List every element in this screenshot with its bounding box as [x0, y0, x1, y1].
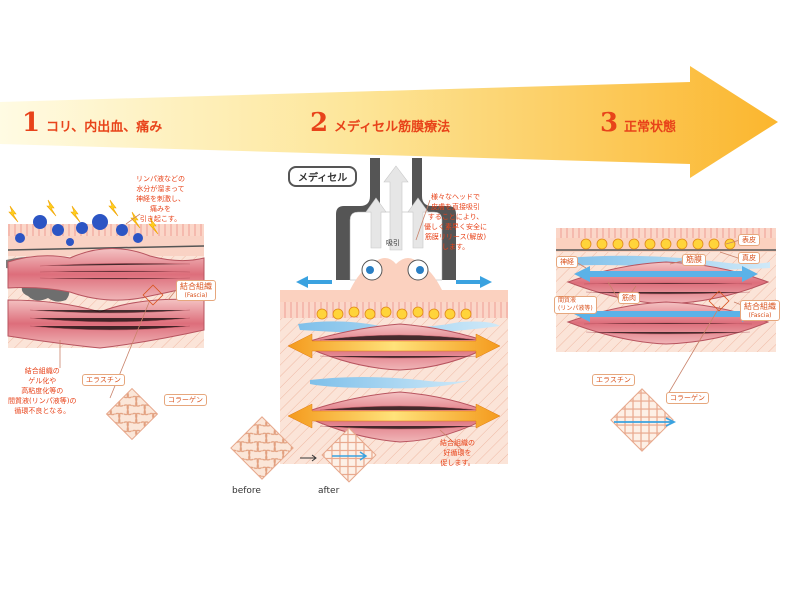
progress-arrow — [0, 66, 778, 178]
panel3-fascia-label: 結合組織 (Fascia) — [740, 300, 780, 321]
panel3-fascia-marker — [708, 290, 730, 312]
panel1-note-bottom: 結合組織の ゲル化や 高粘度化等の 間質液(リンパ液等)の 循環不良となる。 — [8, 367, 77, 415]
tissue-before — [230, 416, 294, 480]
tissue-after — [321, 427, 377, 483]
nerve-label: 神経 — [556, 256, 578, 268]
panel2-note-bottom: 結合組織の 好循環を 促します。 — [440, 439, 475, 467]
bulge-eyes — [361, 259, 429, 281]
panel1-fascia-text: 結合組織 — [180, 282, 212, 291]
step1-title: コリ、内出血、痛み — [46, 120, 163, 135]
suction-label: 吸引 — [386, 239, 400, 247]
germ-icons — [15, 214, 143, 246]
panel3-fascia-en: (Fascia) — [748, 312, 772, 319]
panel1-fascia-en: (Fascia) — [184, 292, 208, 299]
step2-number: 2 — [310, 108, 329, 138]
lightning-icons — [8, 199, 159, 235]
panel1-tissue-tangled — [105, 387, 159, 441]
muscle-label: 筋肉 — [618, 292, 640, 304]
medicell-label: メディセル — [288, 166, 358, 187]
panel2-skin-bulge — [280, 258, 508, 304]
step3-number: 3 — [600, 108, 619, 138]
panel3-fascia-text: 結合組織 — [744, 302, 776, 311]
interstitial-label: 間質液 (リンパ液等) — [554, 296, 597, 314]
dermis-label: 真皮 — [738, 252, 760, 264]
fluid-streak-2 — [310, 377, 470, 389]
panel1-note-top: リンパ液などの 水分が溜まって 神経を刺激し、 痛みを 引き起こす。 — [136, 175, 185, 223]
flow-arrow-lower — [287, 403, 501, 429]
panel2-note-top: 様々なヘッドで 皮膚を直接吸引 することにより、 優しく素早く安全に 筋膜リリー… — [424, 193, 487, 251]
panel1-elastin-label: エラスチン — [82, 374, 125, 386]
panel1-fascia-marker — [142, 284, 164, 306]
flow-arrow-upper — [287, 333, 501, 359]
medicell-device — [336, 158, 380, 280]
suction-arrows — [365, 165, 429, 251]
before-after-arrow — [300, 454, 317, 462]
panel1-fascia-label: 結合組織 (Fascia) — [176, 280, 216, 301]
panel3-collagen-label: コラーゲン — [666, 392, 709, 404]
fascia-membrane-label: 筋膜 — [682, 254, 706, 266]
after-label: after — [318, 486, 340, 496]
panel3-tissue-net — [610, 388, 674, 452]
panel3-flow-lower — [574, 306, 758, 322]
step1-number: 1 — [22, 108, 41, 138]
arrow-left-blue — [296, 276, 332, 288]
panel3-flow-upper — [574, 266, 758, 282]
step3-title: 正常状態 — [624, 120, 677, 135]
arrow-right-blue — [456, 276, 492, 288]
panel3-elastin-label: エラスチン — [592, 374, 635, 386]
before-label: before — [232, 486, 261, 496]
panel3-cells — [580, 238, 736, 250]
panel1-collagen-label: コラーゲン — [164, 394, 207, 406]
step2-title: メディセル筋膜療法 — [334, 120, 451, 135]
epidermis-label: 表皮 — [738, 234, 760, 246]
panel2-cells — [316, 306, 472, 320]
